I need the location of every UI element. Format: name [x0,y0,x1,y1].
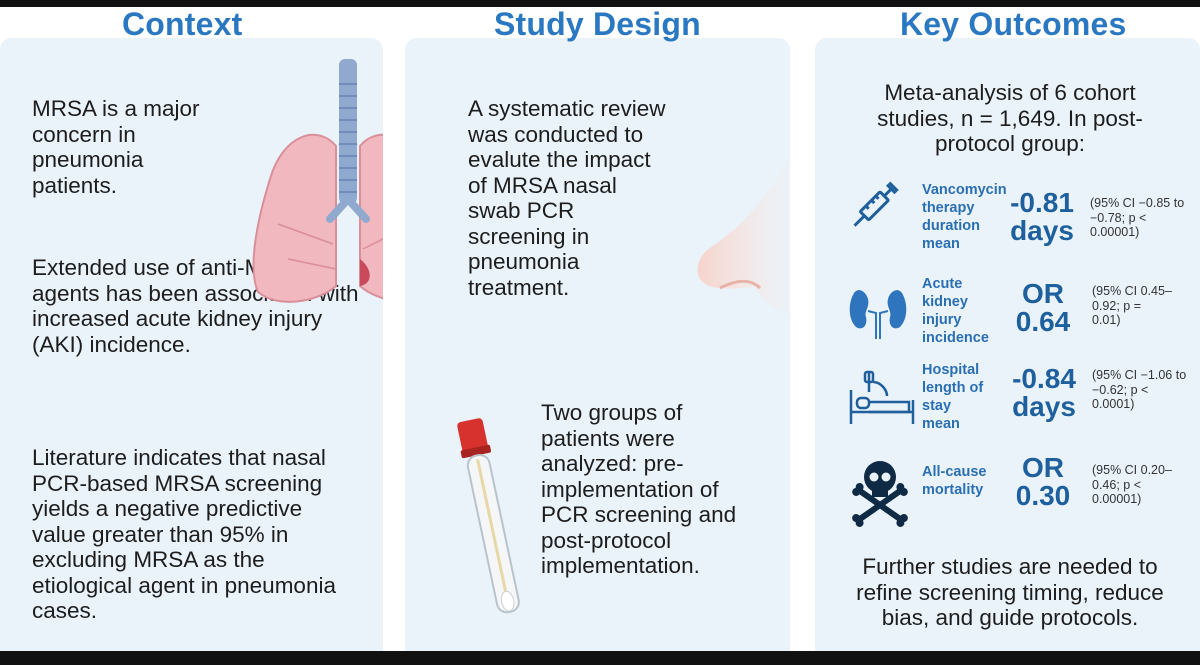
context-paragraph-1: MRSA is a major concern in pneumonia pat… [32,96,200,198]
context-panel: MRSA is a major concern in pneumonia pat… [0,38,383,651]
context-heading: Context [122,6,243,42]
skull-crossbones-icon [852,461,908,527]
outcome-value-vancomycin: -0.81 days [1010,187,1074,246]
key-outcomes-heading: Key Outcomes [900,6,1127,42]
key-outcomes-panel: Meta-analysis of 6 cohort studies, n = 1… [815,38,1200,651]
kidneys-icon [849,290,907,339]
swab-tube-icon [457,418,520,614]
outcome-value-mortality: OR 0.30 [1015,452,1071,511]
outcome-ci-mortality: (95% CI 0.20–0.46; p < 0.00001) [1092,463,1172,506]
top-border-bar [0,0,1200,7]
outcome-label-aki: Acute kidney injury incidence [922,276,989,346]
bottom-border-bar [0,651,1200,665]
context-paragraph-3: Literature indicates that nasal PCR-base… [32,445,336,623]
study-design-panel: A systematic review was conducted to eva… [405,38,790,651]
outcome-ci-vancomycin: (95% CI −0.85 to −0.78; p < 0.00001) [1090,196,1185,239]
study-design-paragraph-2: Two groups of patients were analyzed: pr… [541,400,737,578]
outcome-label-vancomycin: Vancomycin therapy duration mean [922,182,1007,252]
lungs-icon [252,59,383,303]
outcome-ci-hospital-stay: (95% CI −1.06 to −0.62; p < 0.0001) [1092,368,1187,411]
outcome-label-mortality: All-cause mortality [922,464,987,498]
nose-icon [697,157,790,315]
key-outcomes-intro: Meta-analysis of 6 cohort studies, n = 1… [877,80,1143,156]
hospital-bed-icon [849,370,915,424]
outcome-ci-aki: (95% CI 0.45–0.92; p = 0.01) [1092,284,1172,327]
outcome-value-aki: OR 0.64 [1015,278,1071,337]
key-outcomes-footer: Further studies are needed to refine scr… [856,554,1164,630]
outcome-label-hospital-stay: Hospital length of stay mean [922,362,984,432]
study-design-heading: Study Design [494,6,701,42]
syringe-icon [853,181,899,227]
study-design-paragraph-1: A systematic review was conducted to eva… [468,96,666,300]
outcome-value-hospital-stay: -0.84 days [1012,363,1076,422]
